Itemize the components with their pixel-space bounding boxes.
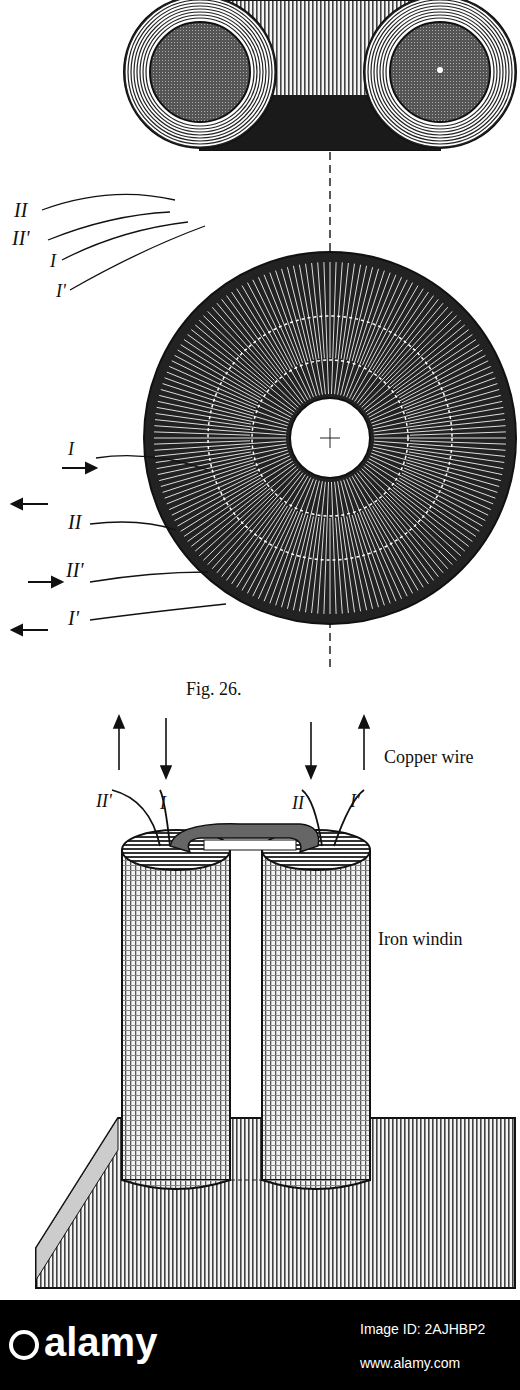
logo-mark [11, 1332, 37, 1358]
part-label: Iron windin [378, 930, 463, 948]
current-arrows [12, 463, 96, 635]
callout-numeral: II [292, 794, 304, 812]
callout-numeral: I [68, 440, 74, 458]
callout-numeral: I [160, 794, 166, 812]
leader-lines [42, 194, 226, 620]
part-label: Copper wire [384, 748, 473, 766]
watermark-url: www.alamy.com [360, 1356, 460, 1370]
callout-numeral: II [14, 200, 27, 220]
figure-caption: Fig. 26. [186, 680, 242, 698]
callout-numeral: II' [66, 560, 84, 580]
callout-numeral: I' [56, 282, 66, 300]
section-disc [144, 252, 516, 624]
core-assembly [36, 824, 515, 1288]
callout-numeral: I' [350, 792, 360, 810]
watermark-band [0, 1300, 520, 1390]
watermark-logo: alamy [44, 1322, 157, 1362]
callout-numeral: II [68, 512, 81, 532]
watermark-id: Image ID: 2AJHBP2 [360, 1322, 485, 1336]
callout-numeral: I' [68, 608, 79, 628]
callout-numeral: I [50, 252, 56, 270]
top-view [124, 0, 516, 150]
callout-numeral: II' [12, 228, 30, 248]
callout-numeral: II' [96, 792, 112, 810]
current-arrows [114, 716, 369, 778]
wire-ends [112, 790, 364, 846]
